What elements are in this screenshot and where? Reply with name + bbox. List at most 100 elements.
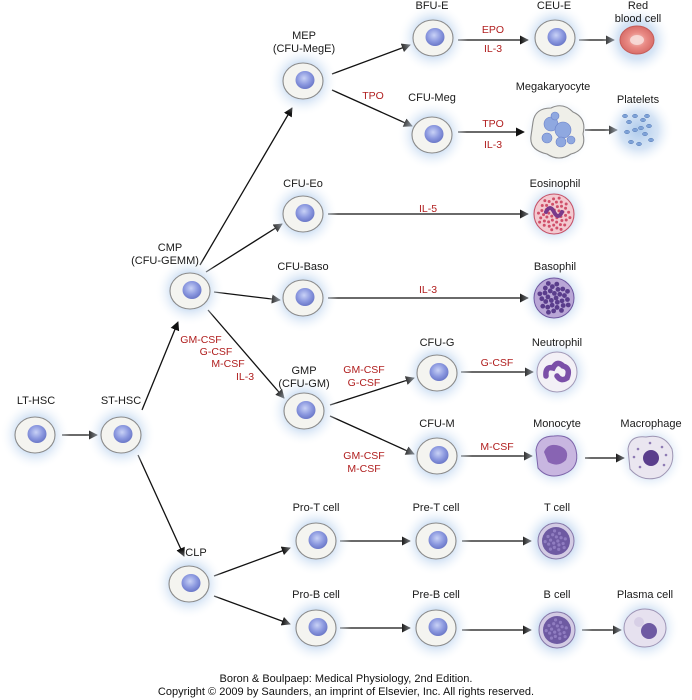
- label-pre-b: Pre-B cell: [412, 589, 460, 601]
- lt-hsc-cell: [0, 400, 70, 470]
- arrow-clp-to-pro-b: [213, 595, 291, 626]
- label-plasma-cell: Plasma cell: [616, 589, 674, 601]
- cmp-nucleus: [182, 281, 202, 299]
- factor-g-csf-cmp: G-CSF: [199, 346, 233, 358]
- mep-nucleus: [295, 71, 315, 89]
- factor-tpo-meg: TPO: [482, 118, 504, 130]
- pre-t-nucleus: [428, 531, 448, 549]
- cfu-g-cell: [402, 338, 472, 408]
- label-neutrophil: Neutrophil: [531, 337, 583, 349]
- factor-m-csf-cmp: M-CSF: [211, 358, 245, 370]
- factor-g-csf-g: G-CSF: [347, 377, 381, 389]
- plasma-cell-cell: [610, 593, 680, 663]
- cfu-m-cell: [402, 421, 472, 491]
- cfu-g-nucleus: [429, 363, 449, 381]
- factor-m-csf-monocyte: M-CSF: [480, 441, 514, 453]
- label-monocyte: Monocyte: [533, 418, 581, 430]
- cfu-eo-cell: [268, 179, 338, 249]
- cfu-meg-nucleus: [424, 125, 444, 143]
- bfu-e-cell: [398, 3, 468, 73]
- label-gmp: GMP: [291, 365, 317, 377]
- label-red-blood-cell-2: blood cell: [614, 13, 662, 25]
- label-clp: CLP: [185, 547, 207, 559]
- label-basophil: Basophil: [533, 261, 577, 273]
- ceu-e-nucleus: [547, 28, 567, 46]
- lt-hsc-nucleus: [27, 425, 47, 443]
- factor-m-csf-m: M-CSF: [347, 463, 381, 475]
- platelets-cell: [604, 95, 674, 165]
- label-mep: MEP: [292, 30, 316, 42]
- arrow-clp-to-pro-t: [213, 546, 291, 577]
- cfu-m-nucleus: [429, 446, 449, 464]
- label-cmp-alt: (CFU-GEMM): [131, 255, 199, 267]
- footer-source: Boron & Boulpaep: Medical Physiology, 2n…: [219, 673, 473, 685]
- cmp-cell: [155, 256, 225, 326]
- arrow-cmp-to-mep: [199, 107, 293, 266]
- factor-il3-meg: IL-3: [483, 139, 503, 151]
- label-cfu-eo: CFU-Eo: [283, 178, 323, 190]
- factor-il3-cmp: IL-3: [235, 371, 255, 383]
- label-cfu-m: CFU-M: [419, 418, 455, 430]
- label-cfu-meg: CFU-Meg: [408, 92, 456, 104]
- ceu-e-cell: [520, 3, 590, 73]
- mep-cell: [268, 46, 338, 116]
- arrow-st-hsc-to-clp: [137, 454, 185, 557]
- factor-epo: EPO: [481, 24, 505, 36]
- label-bfu-e: BFU-E: [415, 0, 449, 12]
- factor-il3-erythroid: IL-3: [483, 43, 503, 55]
- arrow-st-hsc-to-cmp: [141, 321, 180, 411]
- label-eosinophil: Eosinophil: [529, 178, 581, 190]
- pro-t-nucleus: [308, 531, 328, 549]
- b-cell-cell: [522, 595, 592, 665]
- label-pro-t: Pro-T cell: [292, 502, 340, 514]
- basophil-cell: [519, 263, 589, 333]
- cfu-eo-nucleus: [295, 204, 315, 222]
- factor-gm-csf-g: GM-CSF: [343, 364, 385, 376]
- pro-t-cell: [281, 506, 351, 576]
- factor-il5: IL-5: [418, 203, 438, 215]
- label-lt-hsc: LT-HSC: [16, 395, 56, 407]
- pro-b-nucleus: [308, 618, 328, 636]
- arrow-cmp-to-cfu-eo: [205, 223, 283, 273]
- pro-b-cell: [281, 593, 351, 663]
- t-cell-cell: [521, 506, 591, 576]
- pre-b-nucleus: [428, 618, 448, 636]
- label-cmp: CMP: [157, 242, 183, 254]
- label-gmp-alt: (CFU-GM): [278, 378, 330, 390]
- label-b-cell: B cell: [543, 589, 571, 601]
- cfu-baso-cell: [268, 263, 338, 333]
- cells-layer: [0, 3, 685, 665]
- factor-tpo-mep: TPO: [362, 90, 384, 102]
- label-ceu-e: CEU-E: [536, 0, 572, 12]
- label-cfu-baso: CFU-Baso: [277, 261, 329, 273]
- arrows-layer: [62, 35, 625, 635]
- gmp-cell: [269, 376, 339, 446]
- rbc-cell: [602, 5, 672, 75]
- arrow-mep-to-cfu-meg: [331, 89, 413, 127]
- footer-copyright: Copyright © 2009 by Saunders, an imprint…: [157, 686, 535, 698]
- megakaryocyte-cell: [522, 97, 592, 167]
- factor-gm-csf-cmp: GM-CSF: [180, 334, 222, 346]
- arrow-mep-to-bfu-e: [331, 43, 411, 75]
- arrow-cmp-to-gmp: [207, 309, 285, 399]
- st-hsc-nucleus: [113, 425, 133, 443]
- label-t-cell: T cell: [543, 502, 571, 514]
- neutrophil-cell: [522, 337, 592, 407]
- label-macrophage: Macrophage: [620, 418, 682, 430]
- cfu-baso-nucleus: [295, 288, 315, 306]
- clp-nucleus: [181, 574, 201, 592]
- label-st-hsc: ST-HSC: [100, 395, 142, 407]
- label-red-blood-cell-1: Red: [627, 0, 649, 12]
- label-megakaryocyte: Megakaryocyte: [515, 81, 591, 93]
- label-mep-alt: (CFU-MegE): [272, 43, 336, 55]
- eosinophil-cell: [519, 179, 589, 249]
- clp-cell: [154, 549, 224, 619]
- label-pro-b: Pro-B cell: [292, 589, 340, 601]
- factor-il3-baso: IL-3: [418, 284, 438, 296]
- arrow-gmp-to-cfu-m: [329, 415, 415, 455]
- label-pre-t: Pre-T cell: [412, 502, 460, 514]
- factor-gm-csf-m: GM-CSF: [343, 450, 385, 462]
- cfu-meg-cell: [397, 100, 467, 170]
